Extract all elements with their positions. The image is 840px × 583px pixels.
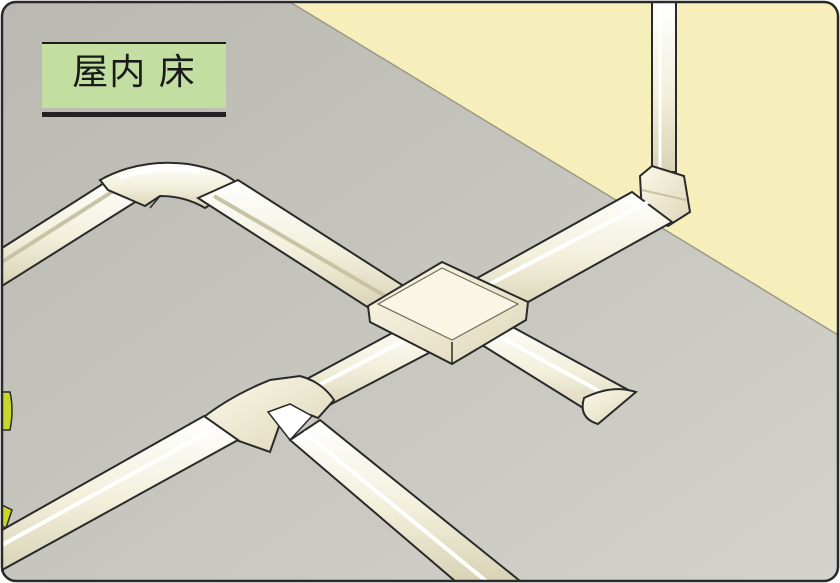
location-label-underline	[42, 112, 226, 117]
location-label-background	[42, 42, 226, 108]
junction-box	[366, 260, 530, 366]
location-label: 屋内 床	[42, 42, 226, 117]
wall-floor-edge	[289, 1, 839, 336]
end-cap	[581, 388, 639, 426]
tee-fitting	[198, 374, 336, 454]
wall-riser-molding	[651, 1, 677, 173]
location-label-text: 屋内 床	[72, 52, 196, 93]
frame-accent-top	[1, 391, 13, 431]
